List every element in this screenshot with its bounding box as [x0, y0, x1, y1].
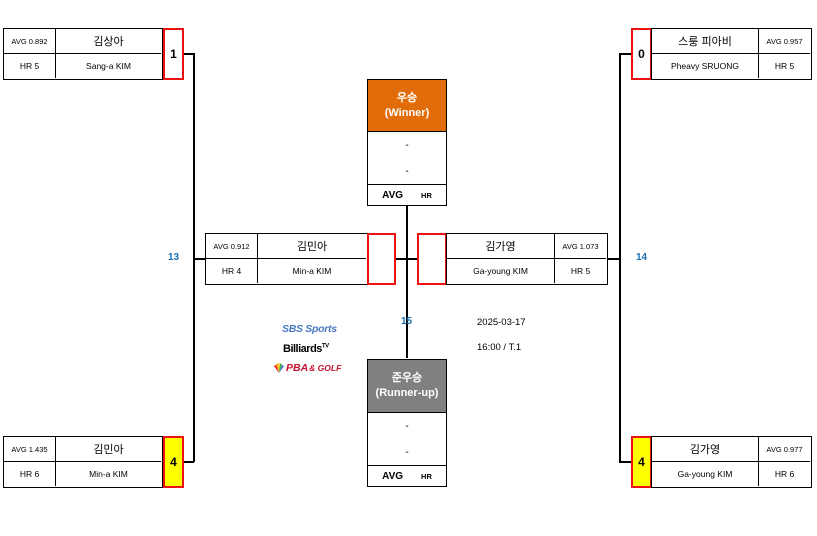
- runnerup-title: 준우승: [391, 372, 423, 384]
- connector-right-mid: [607, 258, 620, 260]
- hr-label: HR 5: [554, 259, 606, 283]
- score-top-left: 1: [163, 28, 184, 80]
- final-card-left: AVG 0.912 김민아 HR 4 Min-a KIM: [205, 233, 368, 285]
- avg-label: AVG 0.912: [206, 234, 258, 259]
- match-number-semi-right: 14: [636, 252, 648, 263]
- connector-left-mid: [193, 258, 206, 260]
- runnerup-hr-label: HR: [421, 472, 432, 481]
- final-card-right: 김가영 AVG 1.073 Ga-young KIM HR 5: [446, 233, 608, 285]
- winner-footer: AVG HR: [368, 185, 446, 206]
- winner-hr-label: HR: [421, 191, 432, 200]
- player-english-name: Ga-young KIM: [677, 469, 733, 479]
- billiards-tv-text: TV: [321, 343, 329, 350]
- winner-eng-row: -: [368, 158, 446, 185]
- score-bottom-left: 4: [163, 436, 184, 488]
- player-english-name: Min-a KIM: [292, 266, 332, 276]
- avg-label: AVG 0.957: [758, 29, 810, 54]
- connector-right-vertical: [619, 53, 621, 462]
- player-english-name: Min-a KIM: [89, 469, 128, 479]
- connector-left-vertical: [193, 53, 195, 462]
- runnerup-name-row: -: [405, 420, 409, 432]
- hr-label: HR 4: [206, 259, 258, 283]
- connector-winner: [406, 206, 408, 258]
- player-name: 김민아: [258, 234, 366, 259]
- player-card-top-left: AVG 0.892 김상아 HR 5 Sang-a KIM: [3, 28, 163, 80]
- avg-label: AVG 0.977: [758, 437, 810, 462]
- avg-label: AVG 1.435: [4, 437, 56, 462]
- winner-avg-label: AVG: [382, 190, 404, 201]
- runnerup-box: 준우승 (Runner-up) - - AVG HR: [367, 359, 447, 487]
- match-date: 2025-03-17: [477, 317, 526, 328]
- match-time-table: 16:00 / T.1: [477, 342, 522, 353]
- peacock-icon: [274, 363, 284, 373]
- sbs-sports-text: SBS Sports: [282, 323, 337, 335]
- runnerup-avg-label: AVG: [382, 471, 404, 482]
- player-name: 스룽 피아비: [652, 29, 758, 54]
- connector-runnerup: [406, 258, 408, 358]
- connector-right-bottom: [619, 461, 631, 463]
- player-card-bottom-left: AVG 1.435 김민아 HR 6 Min-a KIM: [3, 436, 163, 488]
- runnerup-header: 준우승 (Runner-up): [368, 360, 446, 413]
- hr-label: HR 6: [4, 462, 56, 486]
- player-english-name: Pheavy SRUONG: [670, 61, 740, 71]
- connector-left-bottom: [183, 461, 194, 463]
- winner-title: 우승: [396, 91, 418, 104]
- player-name: 김가영: [447, 234, 554, 259]
- score-final-right: [417, 233, 447, 285]
- score-bottom-right: 4: [631, 436, 652, 488]
- player-english-name: Ga-young KIM: [473, 266, 528, 276]
- billiards-text: Billiards: [283, 343, 322, 355]
- runnerup-footer: AVG HR: [368, 466, 446, 487]
- player-card-bottom-right: 김가영 AVG 0.977 Ga-young KIM HR 6: [651, 436, 812, 488]
- pba-text: PBA: [286, 362, 309, 374]
- score-final-left: [367, 233, 396, 285]
- avg-label: AVG 1.073: [554, 234, 606, 259]
- connector-right-top: [619, 53, 631, 55]
- winner-box: 우승 (Winner) - - AVG HR: [367, 79, 447, 206]
- winner-header: 우승 (Winner): [368, 80, 446, 132]
- runnerup-eng-row: -: [368, 439, 446, 466]
- match-number-semi-left: 13: [168, 252, 180, 263]
- billiards-tv-logo: BilliardsTV: [283, 343, 329, 355]
- hr-label: HR 5: [4, 54, 56, 78]
- avg-label: AVG 0.892: [4, 29, 56, 54]
- hr-label: HR 5: [758, 54, 810, 78]
- hr-label: HR 6: [758, 462, 810, 486]
- winner-name-row: -: [405, 139, 409, 151]
- connector-left-top: [183, 53, 194, 55]
- match-number-final: 15: [401, 316, 413, 327]
- sbs-sports-logo: SBS Sports: [282, 323, 337, 335]
- winner-subtitle: (Winner): [384, 106, 430, 119]
- player-name: 김민아: [56, 437, 161, 462]
- runnerup-subtitle: (Runner-up): [375, 387, 439, 399]
- player-card-top-right: 스룽 피아비 AVG 0.957 Pheavy SRUONG HR 5: [651, 28, 812, 80]
- golf-text: & GOLF: [309, 363, 342, 373]
- player-name: 김상아: [56, 29, 161, 54]
- player-name: 김가영: [652, 437, 758, 462]
- pba-golf-logo: PBA & GOLF: [273, 361, 341, 375]
- player-english-name: Sang-a KIM: [86, 61, 131, 71]
- score-top-right: 0: [631, 28, 652, 80]
